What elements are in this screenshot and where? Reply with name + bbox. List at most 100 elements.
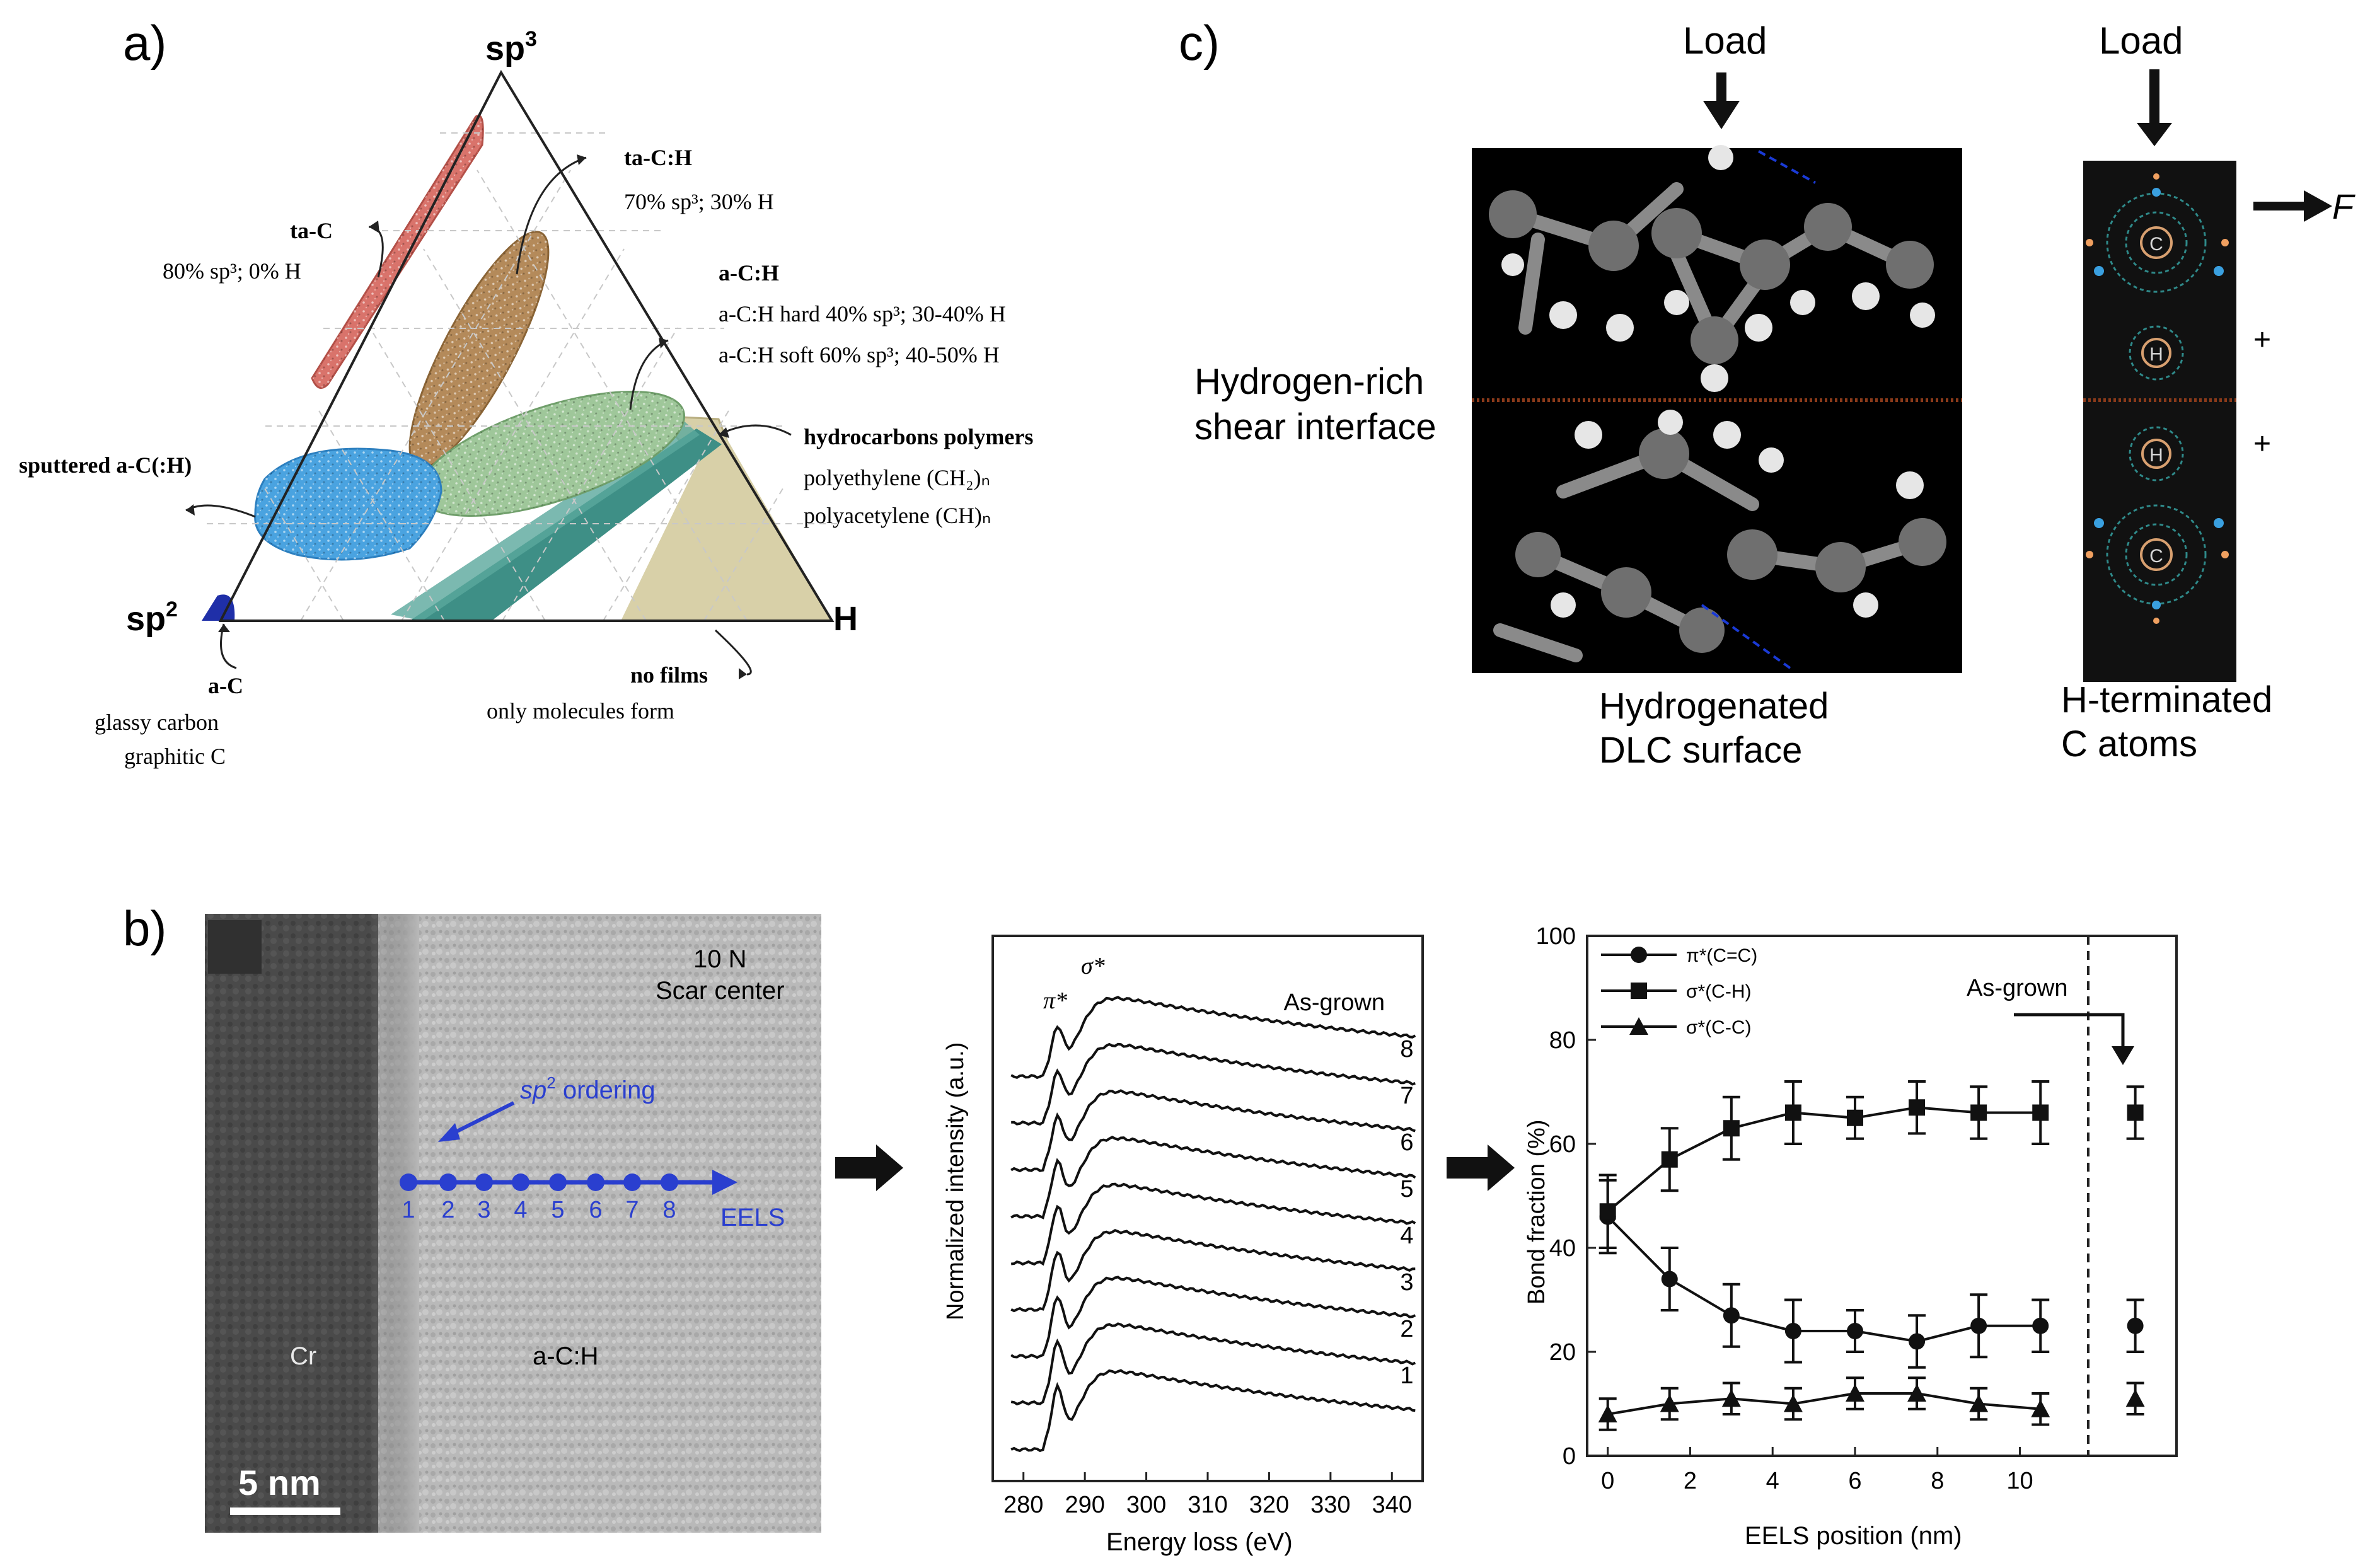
eels-x-tick-label: 340 — [1372, 1492, 1412, 1518]
eels-spectrum-3 — [1010, 1276, 1416, 1359]
eels-spectrum-6 — [1010, 1136, 1416, 1219]
dlc-surface-model — [1472, 145, 1962, 673]
plus-lower: + — [2253, 427, 2271, 461]
surface-label-2: DLC surface — [1599, 730, 1802, 771]
eels-spectrum-As-grown — [1010, 995, 1416, 1080]
scalebar — [230, 1507, 340, 1515]
bond-point-triangle — [1846, 1384, 1864, 1402]
bond-point-square — [1909, 1099, 1926, 1116]
eels-x-tick-label: 320 — [1249, 1492, 1289, 1518]
ta-c-name: ta-C — [290, 218, 333, 243]
eels-spectrum-4 — [1010, 1228, 1416, 1313]
eels-x-tick-label: 280 — [1003, 1492, 1043, 1518]
hydro-pa: polyacetylene (CH)ₙ — [804, 503, 991, 528]
peak-sigma-label: σ* — [1081, 953, 1105, 979]
bond-point-square — [1599, 1203, 1616, 1220]
panel-b-label: b) — [123, 901, 166, 956]
ac-name: a-C — [208, 673, 243, 698]
ta-ch-desc: 70% sp³; 30% H — [624, 189, 774, 214]
eels-spectrum-label: As-grown — [1284, 989, 1385, 1016]
eels-point-4 — [512, 1173, 529, 1191]
h-terminated-model: C H H C — [2083, 161, 2236, 682]
plus-upper: + — [2253, 323, 2271, 357]
bond-as-grown-point-triangle — [2125, 1389, 2145, 1407]
bond-point-square — [1723, 1120, 1740, 1137]
bond-series-line-triangle — [1607, 1392, 2041, 1415]
eels-point-label-3: 3 — [477, 1197, 490, 1223]
bond-as-grown-point-circle — [2127, 1317, 2144, 1334]
eels-point-5 — [549, 1173, 567, 1191]
eels-point-3 — [475, 1173, 493, 1191]
ta-ch-texture — [410, 231, 548, 468]
bond-point-square — [1847, 1109, 1863, 1126]
eels-x-tick-label: 330 — [1310, 1492, 1350, 1518]
peak-pi-label: π* — [1043, 988, 1067, 1014]
eels-spectrum-label: 8 — [1400, 1036, 1413, 1063]
atoms-label-1: H-terminated — [2061, 679, 2272, 720]
eels-point-2 — [439, 1173, 457, 1191]
scalebar-label: 5 nm — [238, 1463, 321, 1502]
bond-x-tick-label: 4 — [1766, 1468, 1779, 1494]
bond-point-triangle — [1598, 1405, 1617, 1422]
ta-c-texture — [312, 115, 483, 388]
panel-c-label: c) — [1179, 15, 1220, 71]
bond-y-tick-label: 20 — [1549, 1339, 1576, 1366]
bond-legend: π*(C=C)σ*(C-H)σ*(C-C) — [1601, 945, 1757, 1038]
eels-point-label-8: 8 — [662, 1197, 676, 1223]
legend-marker-triangle — [1629, 1017, 1648, 1035]
panel-a-label: a) — [123, 15, 166, 71]
bond-point-circle — [1723, 1307, 1740, 1324]
bond-series-line-square — [1607, 1106, 2041, 1213]
eels-x-tick-label: 300 — [1126, 1492, 1166, 1518]
ach-texture — [419, 391, 685, 516]
bond-y-tick-label: 0 — [1563, 1443, 1576, 1470]
eels-point-label-7: 7 — [625, 1197, 639, 1223]
sputtered-texture — [255, 449, 441, 560]
hydro-name: hydrocarbons polymers — [804, 424, 1033, 449]
eels-point-label-2: 2 — [441, 1197, 454, 1223]
ac-glassy: glassy carbon — [95, 710, 219, 735]
cr-label: Cr — [290, 1342, 316, 1370]
eels-spectrum-label: 6 — [1400, 1129, 1413, 1156]
bond-point-triangle — [1969, 1394, 1989, 1412]
tem-ordering-label: sp2 ordering — [520, 1073, 656, 1104]
bond-point-triangle — [1907, 1384, 1927, 1402]
bond-y-tick-label: 80 — [1549, 1027, 1576, 1054]
ternary-regions — [202, 115, 835, 622]
vertex-sp3: sp3 — [485, 27, 537, 67]
atoms-label-2: C atoms — [2061, 723, 2197, 764]
eels-point-7 — [623, 1173, 641, 1191]
eels-point-labels: 1 2 3 4 5 6 7 8 — [402, 1197, 676, 1223]
ac-graphitic: graphitic C — [124, 744, 226, 769]
bond-point-circle — [1909, 1333, 1926, 1350]
eels-spectrum-1 — [1010, 1369, 1416, 1453]
eels-spectrum-8 — [1011, 1042, 1416, 1126]
panel-a: a) — [19, 15, 1033, 769]
atom-c-top: C — [2149, 234, 2163, 255]
flow-arrow-2 — [1447, 1144, 1515, 1191]
eels-point-8 — [661, 1173, 678, 1191]
atom-h-upper: H — [2149, 344, 2163, 365]
bond-point-square — [2032, 1104, 2049, 1121]
legend-label: σ*(C-H) — [1686, 981, 1752, 1002]
eels-spectrum-2 — [1010, 1322, 1416, 1406]
nofilms-name: no films — [630, 662, 708, 688]
bond-point-square — [1661, 1151, 1678, 1168]
legend-label: π*(C=C) — [1686, 945, 1757, 966]
ach-name: a-C:H — [719, 260, 779, 285]
ach-soft: a-C:H soft 60% sp³; 40-50% H — [719, 342, 1000, 367]
panel-c: c) Load Load — [1179, 15, 2356, 771]
legend-marker-square — [1631, 983, 1647, 999]
atom-h-lower: H — [2149, 445, 2163, 466]
bond-y-label: Bond fraction (%) — [1523, 1119, 1550, 1305]
bond-x-tick-label: 2 — [1684, 1468, 1697, 1494]
interface-label-1: Hydrogen-rich — [1194, 361, 1424, 402]
bond-x-tick-label: 0 — [1601, 1468, 1614, 1494]
eels-x-tick-label: 290 — [1065, 1492, 1104, 1518]
bond-series — [1598, 1080, 2145, 1431]
eels-point-1 — [400, 1173, 417, 1191]
